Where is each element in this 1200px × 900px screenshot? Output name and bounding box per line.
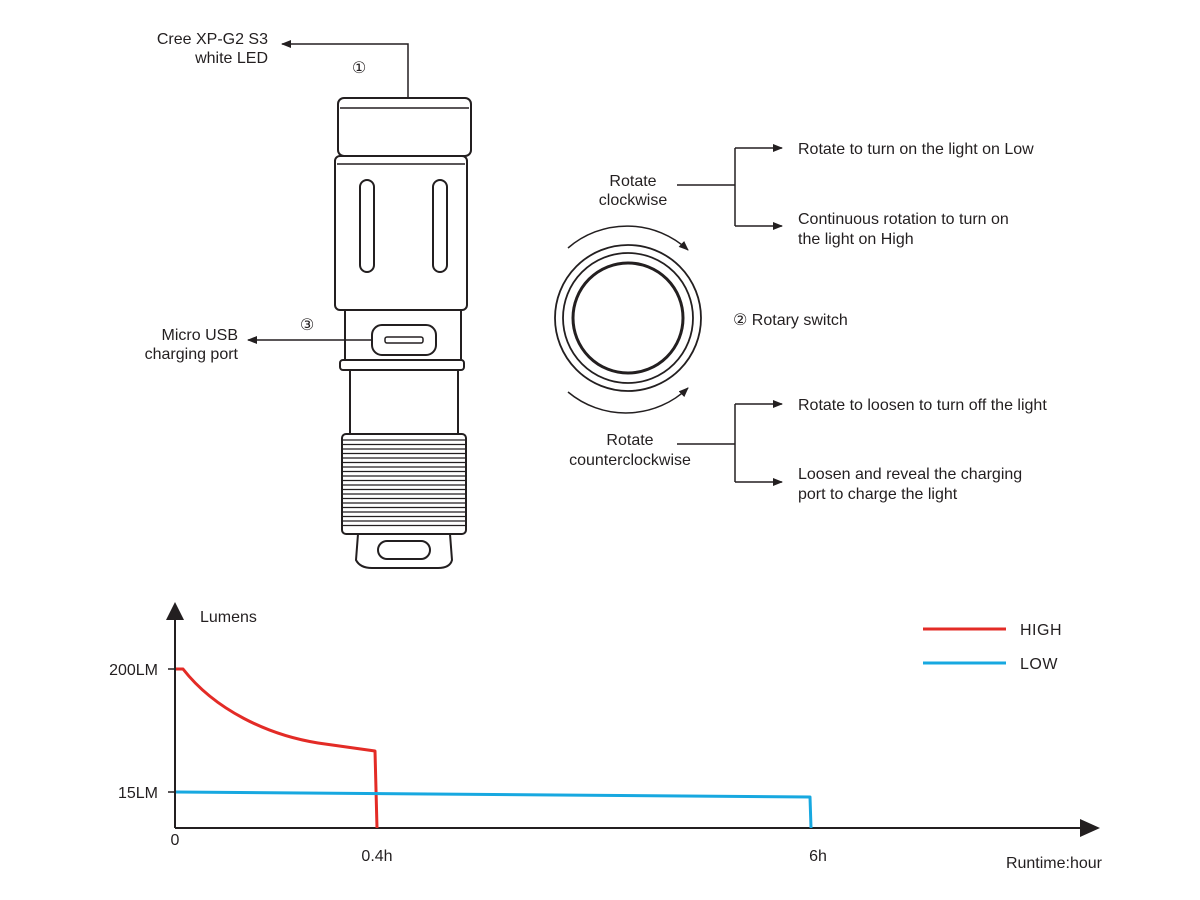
x-axis-label: Runtime:hour xyxy=(1006,855,1103,872)
led-callout: ① Cree XP-G2 S3 white LED xyxy=(157,31,409,98)
series-line-low xyxy=(175,790,813,829)
rotary-switch-illustration xyxy=(554,225,702,414)
cw-label-line1: Rotate xyxy=(609,173,656,190)
usb-label-line1: Micro USB xyxy=(162,327,238,344)
ccw-action-1: Rotate to loosen to turn off the light xyxy=(798,397,1047,414)
y-axis-label: Lumens xyxy=(200,609,257,626)
cw-action-1: Rotate to turn on the light on Low xyxy=(798,141,1034,158)
counterclockwise-arrow xyxy=(567,387,689,414)
flashlight-head xyxy=(337,97,472,157)
grip-slot-left xyxy=(359,179,375,273)
flashlight-collar xyxy=(339,359,465,371)
led-label-line2: white LED xyxy=(194,50,268,67)
ccw-label-line2: counterclockwise xyxy=(569,452,691,469)
led-marker: ① xyxy=(352,60,366,77)
ccw-action-2-line2: port to charge the light xyxy=(798,486,958,503)
clockwise-branch: Rotate clockwise Rotate to turn on the l… xyxy=(599,141,1034,248)
counterclockwise-branch: Rotate counterclockwise Rotate to loosen… xyxy=(569,397,1047,503)
series-line-high xyxy=(176,667,379,829)
x-tick-label: 6h xyxy=(809,848,827,865)
usb-callout: ③ Micro USB charging port xyxy=(145,317,372,363)
clockwise-arrow xyxy=(567,225,689,251)
flashlight-neck xyxy=(349,369,459,435)
legend-low-label: LOW xyxy=(1020,656,1058,673)
cw-action-2-line2: the light on High xyxy=(798,231,914,248)
knurled-tail xyxy=(341,433,467,535)
y-tick-label: 200LM xyxy=(109,662,158,679)
flashlight-illustration xyxy=(334,97,472,569)
usb-label-line2: charging port xyxy=(145,346,239,363)
runtime-chart: Lumens Runtime:hour 0 200LM 15LM 0.4h 6h H… xyxy=(109,602,1103,872)
legend: HIGH LOW xyxy=(923,622,1062,673)
lanyard-hole xyxy=(377,540,431,560)
tail-cap xyxy=(354,533,454,569)
led-label-line1: Cree XP-G2 S3 xyxy=(157,31,268,48)
cw-action-2-line1: Continuous rotation to turn on xyxy=(798,211,1009,228)
ccw-label-line1: Rotate xyxy=(606,432,653,449)
x-tick-label: 0.4h xyxy=(361,848,392,865)
x-axis-arrow xyxy=(1080,819,1100,837)
ccw-action-2-line1: Loosen and reveal the charging xyxy=(798,466,1022,483)
cw-label-line2: clockwise xyxy=(599,192,668,209)
y-tick-label: 15LM xyxy=(118,785,158,802)
usb-port xyxy=(371,324,437,356)
origin-label: 0 xyxy=(171,832,180,849)
y-axis-arrow xyxy=(166,602,184,620)
usb-marker: ③ xyxy=(300,317,314,334)
rotary-switch-label: ② Rotary switch xyxy=(733,312,848,329)
charging-section xyxy=(344,309,462,361)
legend-high-label: HIGH xyxy=(1020,622,1062,639)
grip-slot-right xyxy=(432,179,448,273)
